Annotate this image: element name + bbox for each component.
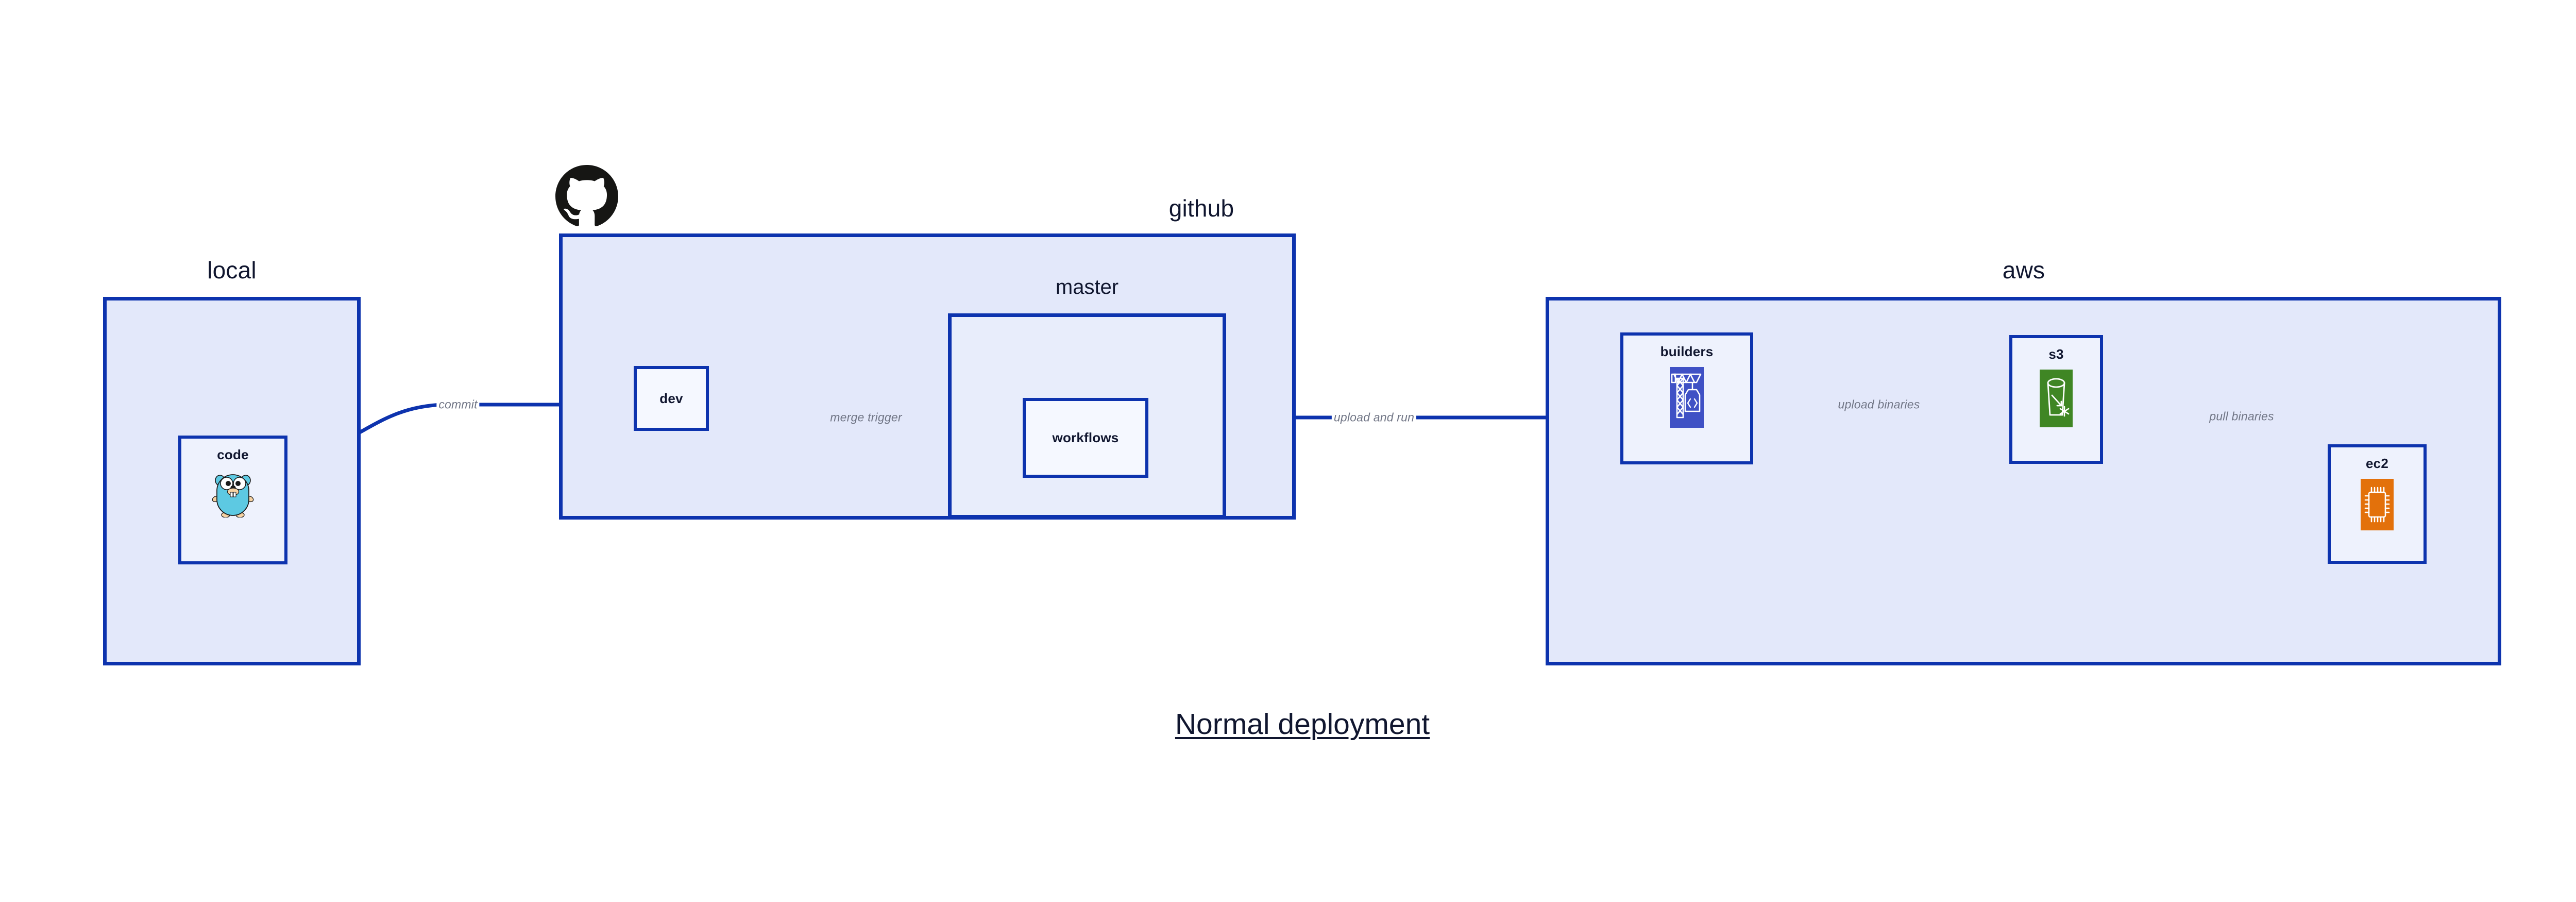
aws-s3-bucket-icon [2040,370,2073,427]
aws-codebuild-crane-icon [1670,367,1704,428]
group-label-github: github [1168,195,1234,222]
go-gopher-icon [211,470,255,518]
group-label-local: local [207,257,257,283]
group-label-aws: aws [2002,257,2045,283]
edge-label-upload-binaries: upload binaries [1836,397,1922,412]
node-ec2[interactable]: ec2 [2328,444,2427,564]
edge-label-merge-trigger: merge trigger [828,410,904,425]
node-label-dev: dev [659,390,683,406]
node-label-workflows: workflows [1052,430,1119,445]
diagram-title: Normal deployment [1175,708,1430,741]
node-builders[interactable]: builders [1620,332,1753,464]
edge-label-pull-binaries: pull binaries [2207,409,2276,424]
edge-label-upload-and-run: upload and run [1331,410,1417,425]
node-code[interactable]: code [178,436,287,564]
aws-ec2-chip-icon [2361,479,2394,530]
node-label-s3: s3 [2048,346,2064,362]
node-dev[interactable]: dev [634,366,709,431]
github-logo [555,165,618,228]
node-workflows[interactable]: workflows [1023,398,1148,478]
edge-label-commit: commit [436,397,480,412]
node-s3[interactable]: s3 [2009,335,2103,464]
node-label-code: code [217,447,249,462]
subgroup-label-master: master [1055,276,1119,298]
node-label-ec2: ec2 [2366,456,2388,471]
node-label-builders: builders [1660,344,1714,359]
